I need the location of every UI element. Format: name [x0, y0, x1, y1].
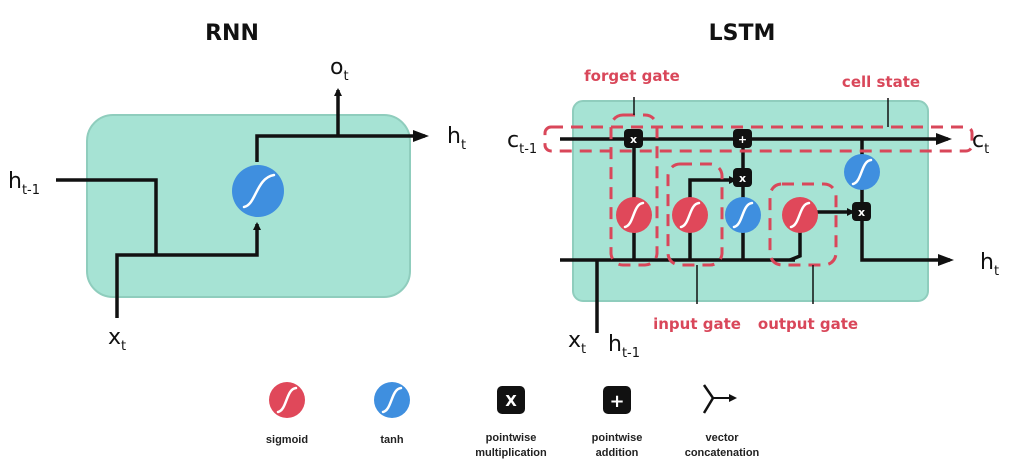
svg-text:pointwise: pointwise — [486, 432, 537, 444]
svg-text:sigmoid: sigmoid — [266, 434, 308, 446]
lstm-diagram: LSTM — [507, 21, 999, 361]
lstm-title: LSTM — [709, 21, 776, 46]
legend-item-sigmoid: sigmoid — [266, 382, 308, 446]
rnn-title: RNN — [205, 21, 259, 46]
svg-text:concatenation: concatenation — [685, 447, 760, 459]
legend-item-concatenation: vector concatenation — [685, 384, 760, 459]
svg-text:pointwise: pointwise — [592, 432, 643, 444]
svg-text:x: x — [739, 172, 746, 185]
rnn-tanh-icon — [232, 165, 284, 217]
cell-state-label: cell state — [842, 73, 920, 91]
add-icon: + — [603, 386, 631, 414]
lstm-input-multiply-icon: x — [733, 168, 752, 187]
rnn-x-wire — [115, 222, 261, 318]
rnn-h-label: ht — [447, 124, 466, 153]
output-gate-label: output gate — [758, 315, 858, 333]
input-gate-highlight — [666, 162, 724, 267]
tanh-icon — [374, 382, 410, 418]
rnn-hprev-label: ht-1 — [8, 169, 40, 198]
output-gate-highlight — [768, 182, 838, 267]
legend-item-tanh: tanh — [374, 382, 410, 446]
multiply-icon: X — [497, 386, 525, 414]
lstm-cell-tanh-icon — [844, 154, 880, 190]
concatenation-icon — [702, 384, 737, 414]
lstm-forget-sigmoid-icon — [616, 197, 652, 233]
cell-state-highlight — [543, 125, 974, 153]
input-gate-label: input gate — [653, 315, 741, 333]
svg-text:X: X — [505, 392, 517, 410]
rnn-x-label: xt — [108, 325, 126, 354]
lstm-input-sigmoid-icon — [672, 197, 708, 233]
svg-text:x: x — [858, 206, 865, 219]
svg-text:x: x — [630, 133, 637, 146]
legend: sigmoid tanh X pointwise multiplication … — [266, 382, 760, 459]
svg-text:multiplication: multiplication — [475, 447, 547, 459]
rnn-hprev-wire — [56, 178, 158, 255]
lstm-forget-multiply-icon: x — [624, 129, 643, 148]
svg-text:+: + — [609, 391, 624, 412]
legend-item-add: + pointwise addition — [592, 386, 643, 459]
sigmoid-icon — [269, 382, 305, 418]
svg-text:tanh: tanh — [380, 434, 404, 446]
lstm-cprev-label: ct-1 — [507, 128, 537, 157]
legend-item-multiply: X pointwise multiplication — [475, 386, 547, 459]
lstm-hprev-label: ht-1 — [608, 332, 640, 361]
lstm-x-label: xt — [568, 328, 586, 357]
svg-text:+: + — [738, 133, 747, 146]
forget-gate-label: forget gate — [584, 67, 680, 85]
lstm-input-tanh-icon — [725, 197, 761, 233]
lstm-output-sigmoid-icon — [782, 197, 818, 233]
rnn-o-label: ot — [330, 55, 349, 84]
lstm-output-multiply-icon: x — [852, 202, 871, 221]
lstm-h-label: ht — [980, 250, 999, 279]
rnn-h-out-wire — [255, 130, 429, 162]
svg-text:addition: addition — [596, 447, 639, 459]
lstm-input-sigmoid-wire — [688, 176, 737, 260]
rnn-diagram: RNN ht-1 xt ot ht — [8, 21, 466, 354]
svg-text:vector: vector — [705, 432, 739, 444]
lstm-c-label: ct — [972, 128, 989, 157]
lstm-add-icon: + — [733, 129, 752, 148]
